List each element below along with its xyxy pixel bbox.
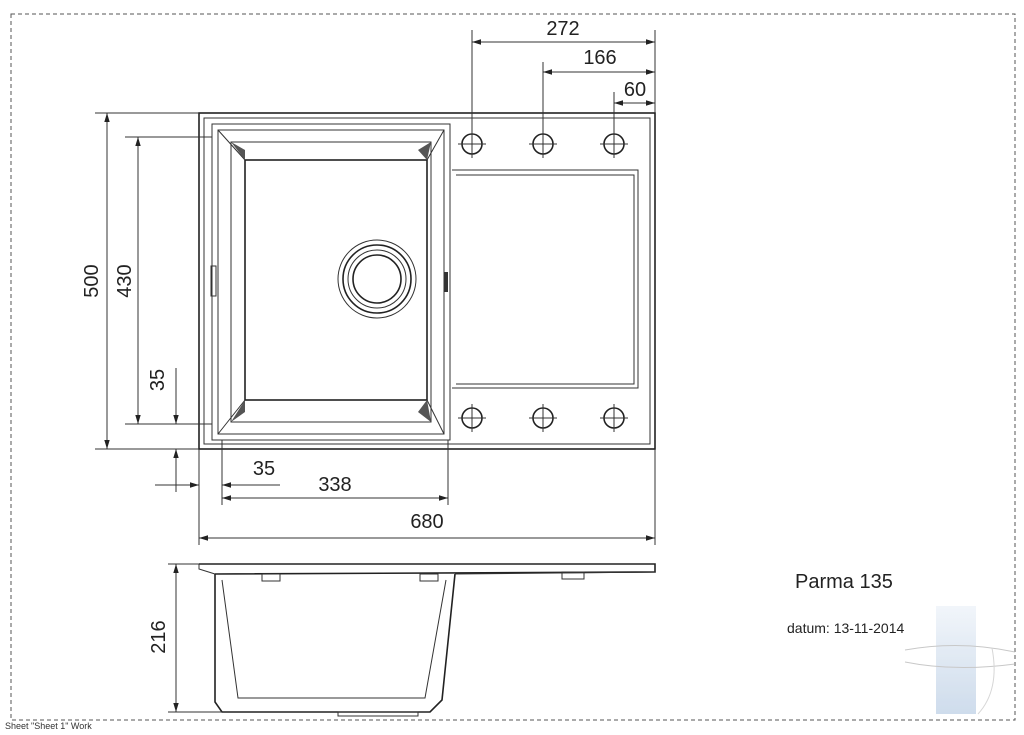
bowl: [210, 123, 451, 441]
dimension-338: 338: [222, 440, 449, 505]
dimension-35-vertical-label: 35: [147, 369, 169, 391]
tap-holes: [458, 130, 628, 432]
dimension-216: 216: [148, 563, 222, 713]
dimension-680-label: 680: [410, 511, 443, 533]
dimension-338-label: 338: [318, 474, 351, 496]
dimension-500-label: 500: [81, 264, 103, 297]
dimension-60-label: 60: [624, 79, 646, 101]
dimension-500: 500: [81, 112, 199, 450]
product-title: Parma 135: [795, 571, 893, 593]
watermark-logo: [904, 606, 1016, 715]
tap-hole: [458, 404, 486, 432]
dimension-272: 272: [471, 18, 656, 134]
dimension-216-label: 216: [148, 620, 170, 653]
sink-top-view: [198, 112, 656, 450]
sheet-border: [10, 13, 1016, 721]
drain: [337, 239, 417, 319]
dimension-166-label: 166: [583, 47, 616, 69]
dimension-35-horizontal-label: 35: [253, 458, 275, 480]
dimension-272-label: 272: [546, 18, 579, 40]
drainer-board: [452, 169, 639, 389]
sheet-footer: Sheet "Sheet 1" Work: [5, 721, 92, 731]
dimension-35-horizontal: 35: [155, 440, 280, 545]
dimension-430: 430: [114, 136, 212, 425]
dimension-60: 60: [613, 79, 655, 134]
sink-side-view: [198, 563, 656, 717]
dimension-166: 166: [542, 47, 655, 134]
dimension-680: 680: [199, 449, 656, 545]
drawing-date: datum: 13-11-2014: [787, 620, 904, 636]
dimension-35-vertical: 35: [147, 368, 212, 492]
tap-hole: [529, 404, 557, 432]
tap-hole: [600, 404, 628, 432]
dimension-430-label: 430: [114, 264, 136, 297]
